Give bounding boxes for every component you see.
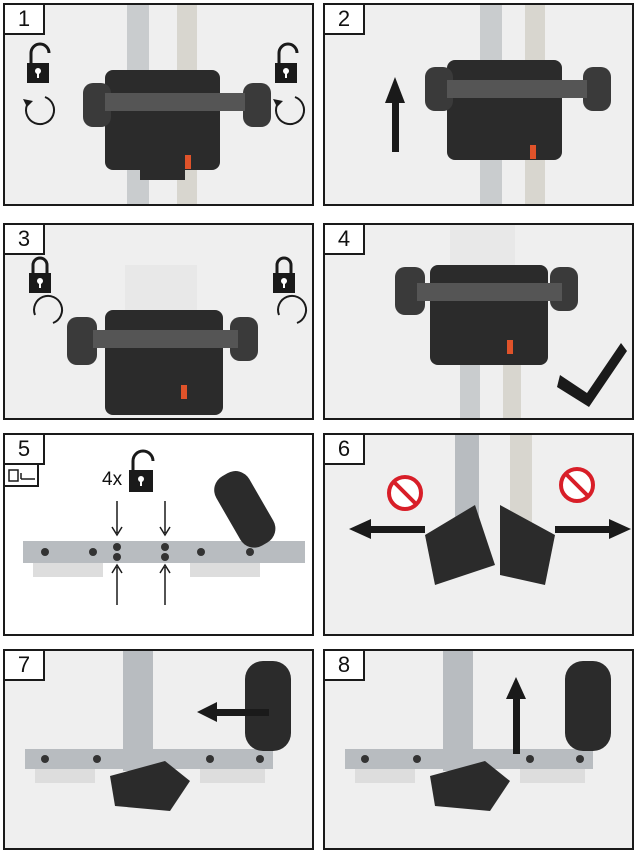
step-3-panel: 3	[3, 223, 314, 420]
step-2-panel: 2	[323, 3, 634, 206]
up-arrow-icon	[506, 677, 526, 754]
rotate-ccw-icon	[275, 96, 305, 126]
unlock-icon	[27, 42, 51, 83]
step-number: 6	[325, 435, 365, 465]
step-8-panel: 8	[323, 649, 634, 850]
step-1-panel: 1	[3, 3, 314, 206]
lock-icon	[273, 256, 295, 293]
hex-key-icon	[5, 465, 39, 487]
right-arrow-icon	[555, 519, 631, 539]
step-number: 2	[325, 5, 365, 35]
rotate-cw-icon	[277, 294, 307, 324]
step-number: 3	[5, 225, 45, 255]
step-6-illustration	[349, 435, 631, 585]
up-arrow-icon	[385, 77, 405, 152]
step-6-panel: 6	[323, 433, 634, 636]
checkmark-icon	[557, 343, 627, 407]
rotate-cw-icon	[33, 294, 63, 324]
unlock-icon	[275, 42, 299, 83]
step-number: 1	[5, 5, 45, 35]
no-hand-icon	[559, 467, 595, 503]
rotate-ccw-icon	[25, 96, 55, 126]
step-5-panel: 5 4x	[3, 433, 314, 636]
step-7-illustration	[25, 651, 291, 811]
step-number: 4	[325, 225, 365, 255]
unlock-icon	[129, 449, 155, 492]
step-number: 8	[325, 651, 365, 681]
lock-count-label: 4x	[102, 469, 123, 490]
step-3-illustration	[29, 256, 307, 415]
step-4-panel: 4	[323, 223, 634, 420]
step-1-illustration	[23, 5, 305, 204]
step-8-illustration	[345, 651, 611, 811]
step-2-illustration	[385, 5, 611, 204]
step-number: 5	[5, 435, 45, 465]
step-7-panel: 7	[3, 649, 314, 850]
handle	[214, 471, 276, 548]
step-4-illustration	[395, 225, 627, 418]
lock-icon	[29, 256, 51, 293]
step-number: 7	[5, 651, 45, 681]
no-hand-icon	[387, 475, 423, 511]
left-arrow-icon	[197, 702, 269, 722]
height-clamp	[83, 70, 271, 180]
step-5-illustration	[23, 449, 305, 605]
left-arrow-icon	[349, 519, 425, 539]
